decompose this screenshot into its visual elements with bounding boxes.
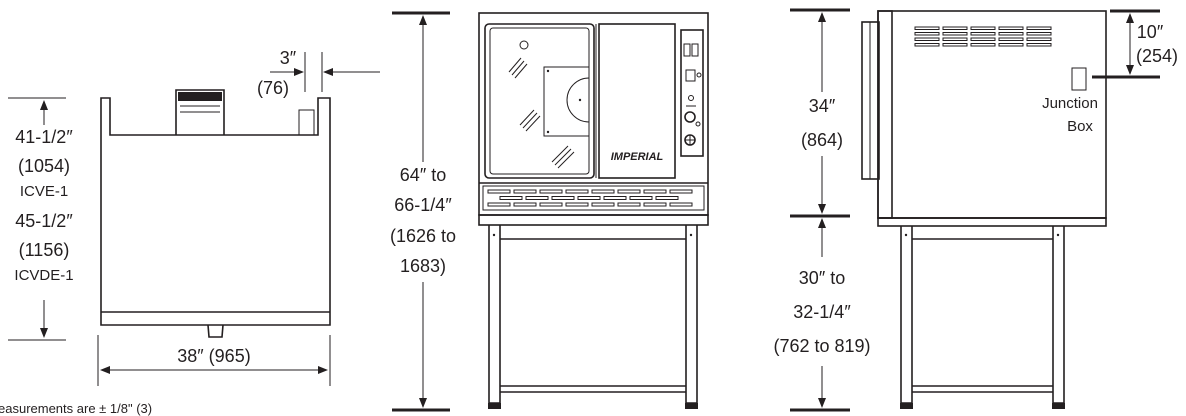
louver-slot xyxy=(914,32,940,36)
footnote: easurements are ± 1/8" (3) xyxy=(0,401,152,416)
louver-slot xyxy=(1026,43,1052,47)
junction-line-1: Junction xyxy=(1042,95,1098,112)
front-louvers xyxy=(482,185,705,211)
louver-slot xyxy=(914,37,940,41)
louver-slot xyxy=(629,196,653,200)
louver-slot xyxy=(914,43,940,47)
clearance-label: 3″ xyxy=(280,48,297,68)
louver-slot xyxy=(1026,32,1052,36)
junction-line-2: Box xyxy=(1067,118,1093,135)
louver-slot xyxy=(577,196,601,200)
front-right-leg xyxy=(685,225,698,404)
louver-slot xyxy=(970,32,996,36)
louver-slot xyxy=(551,196,575,200)
depth-mm-1: (1054) xyxy=(18,156,70,176)
louver-slot xyxy=(513,189,537,194)
top-view-junction xyxy=(298,109,315,136)
louver-slot xyxy=(643,202,667,207)
louver-slot xyxy=(513,202,537,207)
switch-icon xyxy=(685,69,696,82)
louver-slot xyxy=(998,43,1024,47)
indicator-light-icon xyxy=(688,95,694,101)
louver-slot xyxy=(942,43,968,47)
louver-slot xyxy=(998,32,1024,36)
louver-slot xyxy=(499,196,523,200)
louver-slot xyxy=(998,37,1024,41)
side-view: 34″ (864) 30″ to 32-1/4″ (762 to 819) Ju… xyxy=(773,8,1178,412)
drain xyxy=(207,324,224,338)
louver-slot xyxy=(539,189,563,194)
depth-label-1: 41-1/2″ xyxy=(15,127,73,147)
louver-slot xyxy=(669,189,693,194)
side-left-leg xyxy=(900,226,913,404)
clearance-mm: (76) xyxy=(257,78,289,98)
louver-slot xyxy=(487,202,511,207)
louver-slot xyxy=(669,202,693,207)
front-view: 64″ to 66-1/4″ (1626 to 1683) IMPERIAL xyxy=(390,11,709,412)
top-view: 41-1/2″ (1054) ICVE-1 45-1/2″ (1156) ICV… xyxy=(8,48,380,386)
depth-mm-2: (1156) xyxy=(19,240,70,260)
louver-slot xyxy=(998,26,1024,30)
louver-slot xyxy=(565,189,589,194)
brand-logo: IMPERIAL xyxy=(611,151,664,163)
louver-slot xyxy=(539,202,563,207)
leg-line-2: 32-1/4″ xyxy=(793,302,851,322)
louver-slot xyxy=(942,26,968,30)
thermostat-knob-icon xyxy=(684,111,696,123)
louver-slot xyxy=(591,189,615,194)
louver-slot xyxy=(942,32,968,36)
side-right-leg xyxy=(1052,226,1065,404)
depth-label-2: 45-1/2″ xyxy=(15,211,73,231)
leg-line-1: 30″ to xyxy=(799,268,845,288)
leg-line-3: (762 to 819) xyxy=(773,336,870,356)
side-louvers xyxy=(914,26,1052,47)
louver-slot xyxy=(655,196,679,200)
louver-slot xyxy=(617,202,641,207)
width-label: 38″ (965) xyxy=(177,346,250,366)
control-panel xyxy=(680,29,704,157)
depth-model-2: ICVDE-1 xyxy=(14,267,73,284)
louver-slot xyxy=(942,37,968,41)
louver-slot xyxy=(1026,37,1052,41)
louver-slot xyxy=(970,26,996,30)
junction-offset: 10″ xyxy=(1137,22,1164,42)
junction-box xyxy=(1071,67,1087,91)
right-door xyxy=(598,23,676,179)
rear-motor-cover xyxy=(175,89,225,135)
height-line-2: 66-1/4″ xyxy=(394,195,452,215)
louver-slot xyxy=(487,189,511,194)
louver-slot xyxy=(603,196,627,200)
louver-slot xyxy=(970,37,996,41)
top-view-body xyxy=(100,97,331,326)
front-left-leg xyxy=(488,225,501,404)
louver-slot xyxy=(1026,26,1052,30)
depth-model-1: ICVE-1 xyxy=(20,183,68,200)
junction-offset-mm: (254) xyxy=(1136,46,1178,66)
height-line-3: (1626 to xyxy=(390,226,456,246)
louver-slot xyxy=(591,202,615,207)
louver-slot xyxy=(643,189,667,194)
door-window xyxy=(484,23,595,179)
oven-height-mm: (864) xyxy=(801,130,843,150)
fan-plate xyxy=(543,66,590,137)
louver-slot xyxy=(617,189,641,194)
louver-slot xyxy=(565,202,589,207)
louver-slot xyxy=(525,196,549,200)
side-body xyxy=(877,10,1107,219)
height-line-4: 1683) xyxy=(400,256,446,276)
height-line-1: 64″ to xyxy=(400,165,446,185)
louver-slot xyxy=(970,43,996,47)
louver-slot xyxy=(914,26,940,30)
timer-display-icon xyxy=(683,43,691,57)
oven-height: 34″ xyxy=(809,96,836,116)
